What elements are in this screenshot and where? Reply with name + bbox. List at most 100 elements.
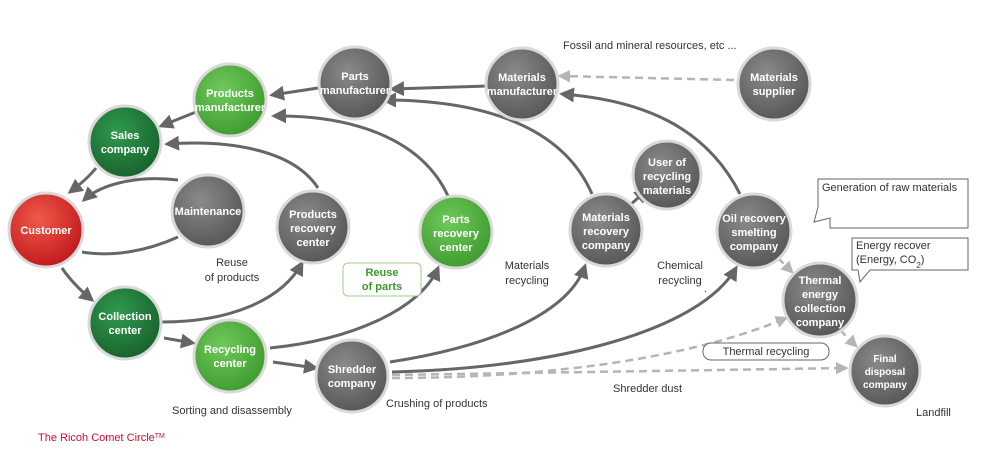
node-label-line: company: [863, 380, 907, 391]
node-label-line: Materials: [750, 72, 798, 84]
node-customer: Customer: [7, 191, 85, 269]
svg-text:disposal: disposal: [865, 367, 906, 378]
node-maintenance: Maintenance: [170, 173, 246, 249]
svg-text:recovery: recovery: [290, 223, 337, 235]
callout-thermal-recycling: Thermal recycling: [702, 342, 830, 361]
dashed-arrows: [391, 69, 858, 380]
svg-text:company: company: [582, 240, 631, 252]
svg-text:collection: collection: [794, 303, 846, 315]
node-label-line: Recycling: [204, 344, 256, 356]
fossil-resources-label: Fossil and mineral resources, etc ...: [563, 40, 737, 52]
svg-text:User of: User of: [648, 157, 686, 169]
shredder-dust-label: Shredder dust: [613, 383, 682, 395]
svg-text:Sales: Sales: [111, 130, 140, 142]
node-label-line: company: [582, 240, 631, 252]
node-label-line: Thermal: [799, 275, 842, 287]
node-label-line: User of: [648, 157, 686, 169]
node-label-line: recovery: [433, 228, 480, 240]
node-label-line: recycling: [643, 171, 691, 183]
node-label-line: Materials: [498, 72, 546, 84]
arrow-thermal-to-final: [839, 329, 858, 348]
annotations: Fossil and mineral resources, etc ... Re…: [172, 40, 951, 419]
svg-text:Materials: Materials: [582, 212, 630, 224]
node-materials-recovery-company: Materials recovery company: [568, 192, 644, 268]
node-sales-company: Sales company: [87, 104, 163, 180]
node-label-line: Products: [289, 209, 337, 221]
arrow-oil-to-thermal: [777, 257, 794, 274]
svg-text:center: center: [108, 325, 142, 337]
arc-shredder-to-materials-recovery: [389, 263, 589, 364]
arrow-shredder-to-thermal: [391, 316, 789, 380]
node-label-line: Shredder: [328, 364, 377, 376]
node-collection-center: Collection center: [87, 285, 163, 361]
node-label-line: disposal: [865, 367, 906, 378]
svg-text:Recycling: Recycling: [204, 344, 256, 356]
arc-materials-recovery-to-parts: [381, 92, 594, 195]
svg-text:Materials: Materials: [750, 72, 798, 84]
svg-text:Parts: Parts: [442, 214, 470, 226]
arc-recycling-to-parts-recovery: [269, 265, 441, 350]
arrow-recycling-to-shredder: [272, 358, 319, 374]
node-label-line: manufacturer: [195, 102, 266, 114]
arrow-supplier-to-materials: [557, 69, 735, 83]
node-products-manufacturer: Products manufacturer: [192, 62, 268, 138]
node-shredder-company: Shredder company: [314, 338, 390, 414]
arrow-sales-to-customer: [67, 167, 98, 194]
svg-text:Customer: Customer: [20, 225, 72, 237]
reuse-of-parts-label: of parts: [362, 281, 402, 293]
node-recycling-center: Recycling center: [192, 318, 268, 394]
node-label-line: company: [101, 144, 150, 156]
callout-energy-recover: Energy recover (Energy, CO2): [851, 237, 969, 284]
svg-text:company: company: [730, 241, 779, 253]
svg-text:center: center: [213, 358, 247, 370]
svg-text:supplier: supplier: [753, 86, 797, 98]
node-label-line: recovery: [290, 223, 337, 235]
node-user-of-recycling-materials: User of recycling materials: [631, 139, 703, 211]
arc-collection-to-products-recovery: [161, 260, 304, 324]
arrow-collection-to-recycling: [163, 333, 196, 349]
svg-text:recovery: recovery: [433, 228, 480, 240]
svg-text:Products: Products: [206, 88, 254, 100]
materials-recycling-label: recycling: [505, 275, 548, 287]
arc-products-recovery-to-sales: [164, 135, 320, 189]
thermal-recycling-label: Thermal recycling: [723, 346, 810, 358]
svg-text:Final: Final: [873, 354, 897, 365]
arrow-shredder-to-final: [391, 361, 849, 377]
svg-text:Parts: Parts: [341, 71, 369, 83]
arc-parts-recovery-to-products: [271, 108, 450, 197]
node-label-line: Final: [873, 354, 897, 365]
crushing-label: Crushing of products: [386, 398, 488, 410]
node-label-line: center: [439, 242, 473, 254]
reuse-of-parts-label: Reuse: [365, 267, 398, 279]
node-label-line: Sales: [111, 130, 140, 142]
svg-text:energy: energy: [802, 289, 839, 301]
svg-text:smelting: smelting: [731, 227, 776, 239]
svg-text:Materials: Materials: [498, 72, 546, 84]
node-label-line: manufacturer: [320, 85, 391, 97]
node-label-line: company: [796, 317, 845, 329]
svg-text:manufacturer: manufacturer: [487, 86, 558, 98]
node-label-line: Customer: [20, 225, 72, 237]
materials-recycling-label: Materials: [505, 260, 550, 272]
node-label-line: center: [108, 325, 142, 337]
svg-text:materials: materials: [643, 185, 691, 197]
chemical-recycling-label: Chemical: [657, 260, 703, 272]
svg-text:center: center: [439, 242, 473, 254]
comet-circle-title: The Ricoh Comet CircleTM: [38, 432, 165, 444]
chemical-recycling-dot: .: [704, 283, 707, 295]
svg-text:recycling: recycling: [643, 171, 691, 183]
node-label-line: center: [296, 237, 330, 249]
sorting-disassembly-label: Sorting and disassembly: [172, 405, 292, 417]
svg-text:recovery: recovery: [583, 226, 630, 238]
arc-customer-to-maintenance: [81, 235, 179, 256]
landfill-label: Landfill: [916, 407, 951, 419]
node-label-line: recovery: [583, 226, 630, 238]
energy-recover-label: Energy recover: [856, 240, 931, 252]
node-label-line: Materials: [582, 212, 630, 224]
node-label-line: Oil recovery: [722, 213, 786, 225]
node-oil-recovery-smelting-company: Oil recovery smelting company: [715, 192, 793, 270]
svg-text:manufacturer: manufacturer: [320, 85, 391, 97]
arc-shredder-to-oil-recovery: [391, 265, 738, 374]
svg-text:center: center: [296, 237, 330, 249]
node-label-line: company: [730, 241, 779, 253]
